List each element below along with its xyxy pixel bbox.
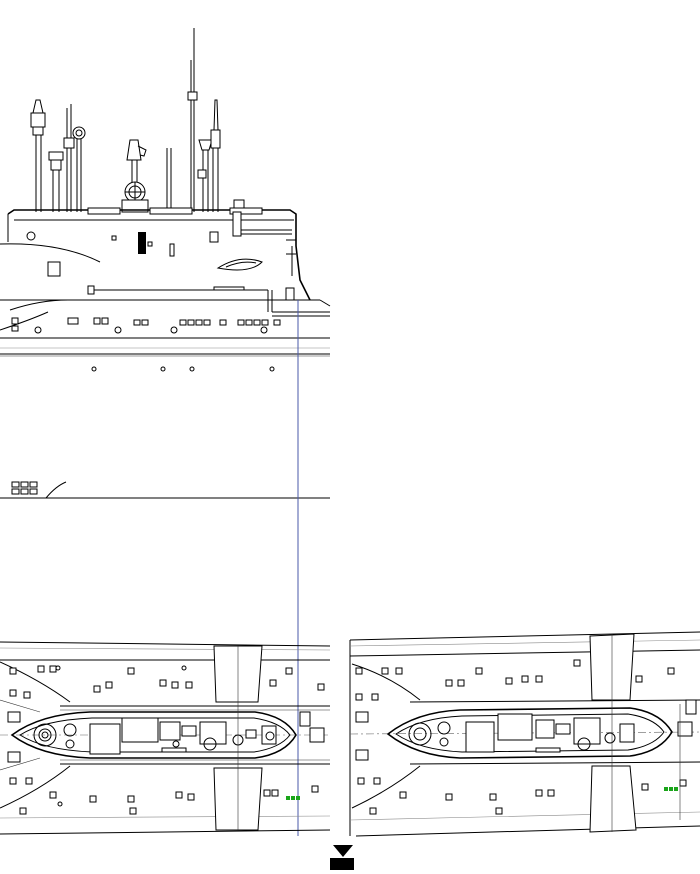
side-elevation xyxy=(0,28,331,836)
hull-side xyxy=(0,299,331,836)
plan-view-left xyxy=(0,641,331,835)
side-scuppers xyxy=(11,317,281,495)
plan-view-right xyxy=(349,631,700,837)
sail xyxy=(0,199,311,312)
masts-group xyxy=(30,28,221,213)
section-arrow-icon xyxy=(330,845,354,870)
